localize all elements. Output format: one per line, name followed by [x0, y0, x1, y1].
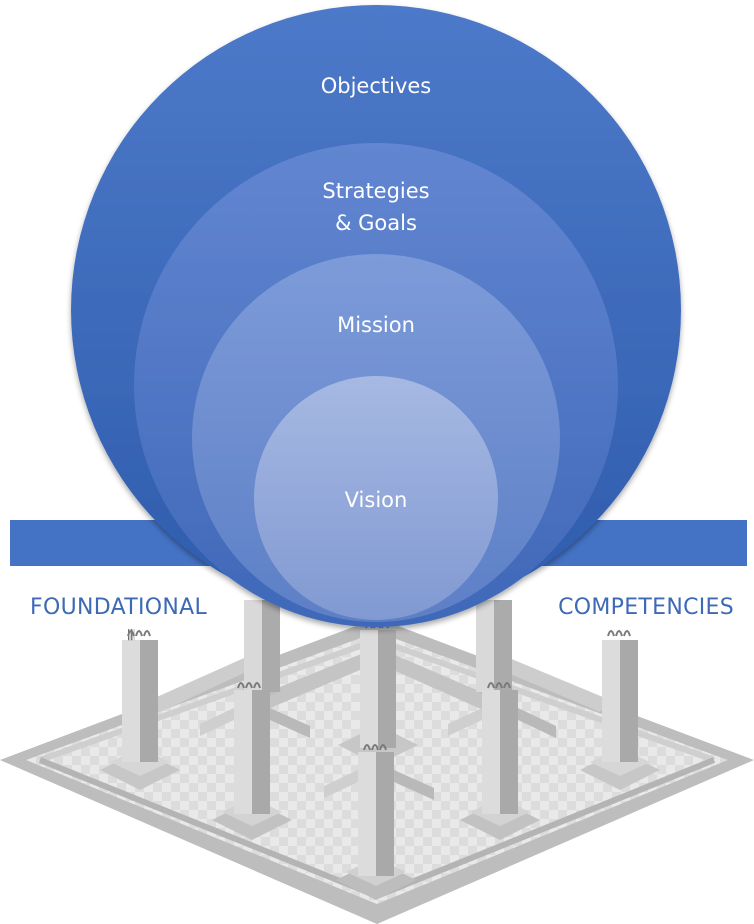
platform-rail-right	[375, 637, 716, 763]
beam-center-left	[248, 652, 374, 714]
platform-rail-bottom-right	[375, 757, 716, 899]
pillar-left: 𝄃𝄃	[100, 628, 180, 790]
pillar-front	[324, 752, 434, 900]
label-mission: Mission	[337, 313, 415, 337]
circle-vision	[254, 376, 498, 620]
beam-right-back	[482, 650, 610, 712]
label-goals: & Goals	[335, 211, 417, 235]
label-competencies: COMPETENCIES	[558, 595, 734, 620]
platform-rail-left	[38, 637, 379, 763]
beam-left-back	[150, 650, 272, 712]
beam-center-right	[380, 652, 500, 714]
svg-text:𝄃𝄃: 𝄃𝄃	[128, 628, 135, 644]
platform-rail-bottom-left	[38, 757, 379, 899]
nested-circles	[71, 5, 681, 627]
pillars: 𝄃𝄃	[100, 600, 660, 900]
pillar-mid-right	[448, 690, 556, 840]
label-objectives: Objectives	[321, 74, 432, 98]
pillar-mid-left	[200, 690, 310, 840]
label-vision: Vision	[345, 488, 408, 512]
pillar-right	[580, 640, 660, 790]
label-strategies: Strategies	[322, 179, 429, 203]
label-foundational: FOUNDATIONAL	[30, 595, 207, 620]
